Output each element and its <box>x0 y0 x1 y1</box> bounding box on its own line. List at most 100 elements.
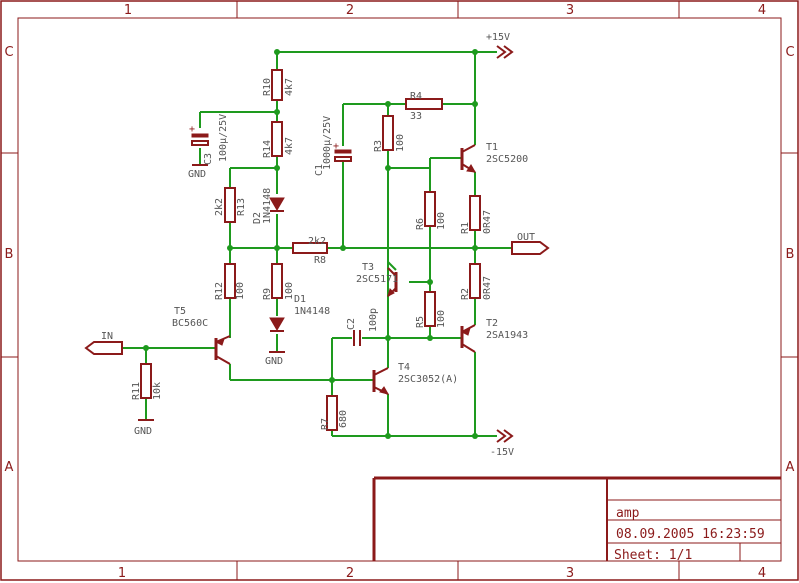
part-name-r2: R2 <box>460 288 471 300</box>
net-label-out: OUT <box>517 232 535 243</box>
net-label-gnd: GND <box>188 169 206 180</box>
row-label-right: A <box>786 460 795 475</box>
part-value-t4: 2SC3052(A) <box>398 374 458 385</box>
part-value-r2: 0R47 <box>482 276 493 300</box>
part-name-r4: R4 <box>410 91 422 102</box>
part-name-r9: R9 <box>262 288 273 300</box>
part-value-r6: 100 <box>436 212 447 230</box>
resistor-r7 <box>326 395 338 431</box>
diode-d1-icon <box>269 317 285 331</box>
net-label-gnd: GND <box>134 426 152 437</box>
title-block-date: 08.09.2005 16:23:59 <box>616 527 765 542</box>
part-value-r5: 100 <box>436 310 447 328</box>
resistor-symbols <box>140 69 481 431</box>
resistor-r12 <box>224 263 236 299</box>
part-name-r11: R11 <box>131 382 142 400</box>
arrow-icon <box>460 327 471 336</box>
arrow-icon <box>466 164 476 173</box>
capacitor-c1-plate <box>334 156 352 162</box>
part-name-r7: R7 <box>320 418 331 430</box>
part-name-c1: C1 <box>314 164 325 176</box>
part-value-d1: 1N4148 <box>294 306 330 317</box>
part-name-t1: T1 <box>486 142 498 153</box>
part-name-r6: R6 <box>415 218 426 230</box>
plus-icon: + <box>189 124 195 135</box>
part-value-r14: 4k7 <box>284 137 295 155</box>
resistor-r9 <box>271 263 283 299</box>
input-port-flag <box>84 341 123 355</box>
ground-symbols <box>138 164 285 421</box>
col-label-top: 2 <box>346 3 354 18</box>
resistor-r2 <box>469 263 481 299</box>
net-label-gnd: GND <box>265 356 283 367</box>
col-label-bottom: 3 <box>566 566 574 581</box>
capacitor-c1-plate <box>334 149 352 154</box>
part-value-t2: 2SA1943 <box>486 330 528 341</box>
title-block <box>372 476 781 561</box>
part-name-c3: C3 <box>203 153 214 165</box>
col-label-top: 1 <box>124 3 132 18</box>
capacitor-symbols: + + <box>189 124 361 346</box>
resistor-r4 <box>405 98 443 110</box>
part-name-r1: R1 <box>460 222 471 234</box>
supply-arrow-icon <box>496 429 507 443</box>
col-label-top: 4 <box>758 3 766 18</box>
resistor-r13 <box>224 187 236 223</box>
row-label-left: B <box>5 247 14 262</box>
col-label-top: 3 <box>566 3 574 18</box>
resistor-r11 <box>140 363 152 399</box>
part-value-d2: 1N4148 <box>262 188 273 224</box>
inner-border <box>17 17 782 562</box>
part-value-t1: 2SC5200 <box>486 154 528 165</box>
part-name-t4: T4 <box>398 362 410 373</box>
part-name-r5: R5 <box>415 316 426 328</box>
part-value-r3: 100 <box>395 134 406 152</box>
resistor-r10 <box>271 69 283 101</box>
part-name-r8: R8 <box>314 255 326 266</box>
diode-symbols <box>269 197 285 332</box>
part-value-c3: 100µ/25V <box>218 114 229 162</box>
arrow-icon <box>379 386 390 395</box>
part-value-r9: 100 <box>284 282 295 300</box>
part-name-c2: C2 <box>346 318 357 330</box>
row-label-right: C <box>785 45 794 60</box>
supply-arrow-icon <box>503 429 514 443</box>
part-name-d1: D1 <box>294 294 306 305</box>
plus-icon: + <box>333 141 339 152</box>
title-block-name: amp <box>616 506 640 521</box>
part-value-r12: 100 <box>235 282 246 300</box>
supply-arrows <box>496 45 514 443</box>
title-block-sheet: Sheet: 1/1 <box>614 548 692 563</box>
row-label-right: B <box>786 247 795 262</box>
part-value-r4: 33 <box>410 111 422 122</box>
resistor-r14 <box>271 121 283 157</box>
capacitor-c3-plate <box>191 133 209 138</box>
part-value-r1: 0R47 <box>482 210 493 234</box>
part-value-r10: 4k7 <box>284 78 295 96</box>
supply-arrow-icon <box>496 45 507 59</box>
part-value-t3: 2SC5171 <box>356 274 398 285</box>
row-label-left: A <box>5 460 14 475</box>
col-label-bottom: 1 <box>118 566 126 581</box>
resistor-r3 <box>382 115 394 151</box>
part-value-t5: BC560C <box>172 318 208 329</box>
part-name-r13: R13 <box>236 198 247 216</box>
part-name-d2: D2 <box>252 212 263 224</box>
part-value-c2: 100p <box>368 308 379 332</box>
row-label-left: C <box>4 45 13 60</box>
col-label-bottom: 2 <box>346 566 354 581</box>
part-value-r13: 2k2 <box>214 198 225 216</box>
arrow-icon <box>387 288 395 297</box>
part-name-t3: T3 <box>362 262 374 273</box>
part-name-r14: R14 <box>262 140 273 158</box>
resistor-r1 <box>469 195 481 231</box>
part-name-t5: T5 <box>174 306 186 317</box>
part-name-r12: R12 <box>214 282 225 300</box>
part-value-c1: 1000µ/25V <box>322 116 333 170</box>
junctions <box>143 49 478 439</box>
net-label-in: IN <box>101 331 113 342</box>
part-name-t2: T2 <box>486 318 498 329</box>
